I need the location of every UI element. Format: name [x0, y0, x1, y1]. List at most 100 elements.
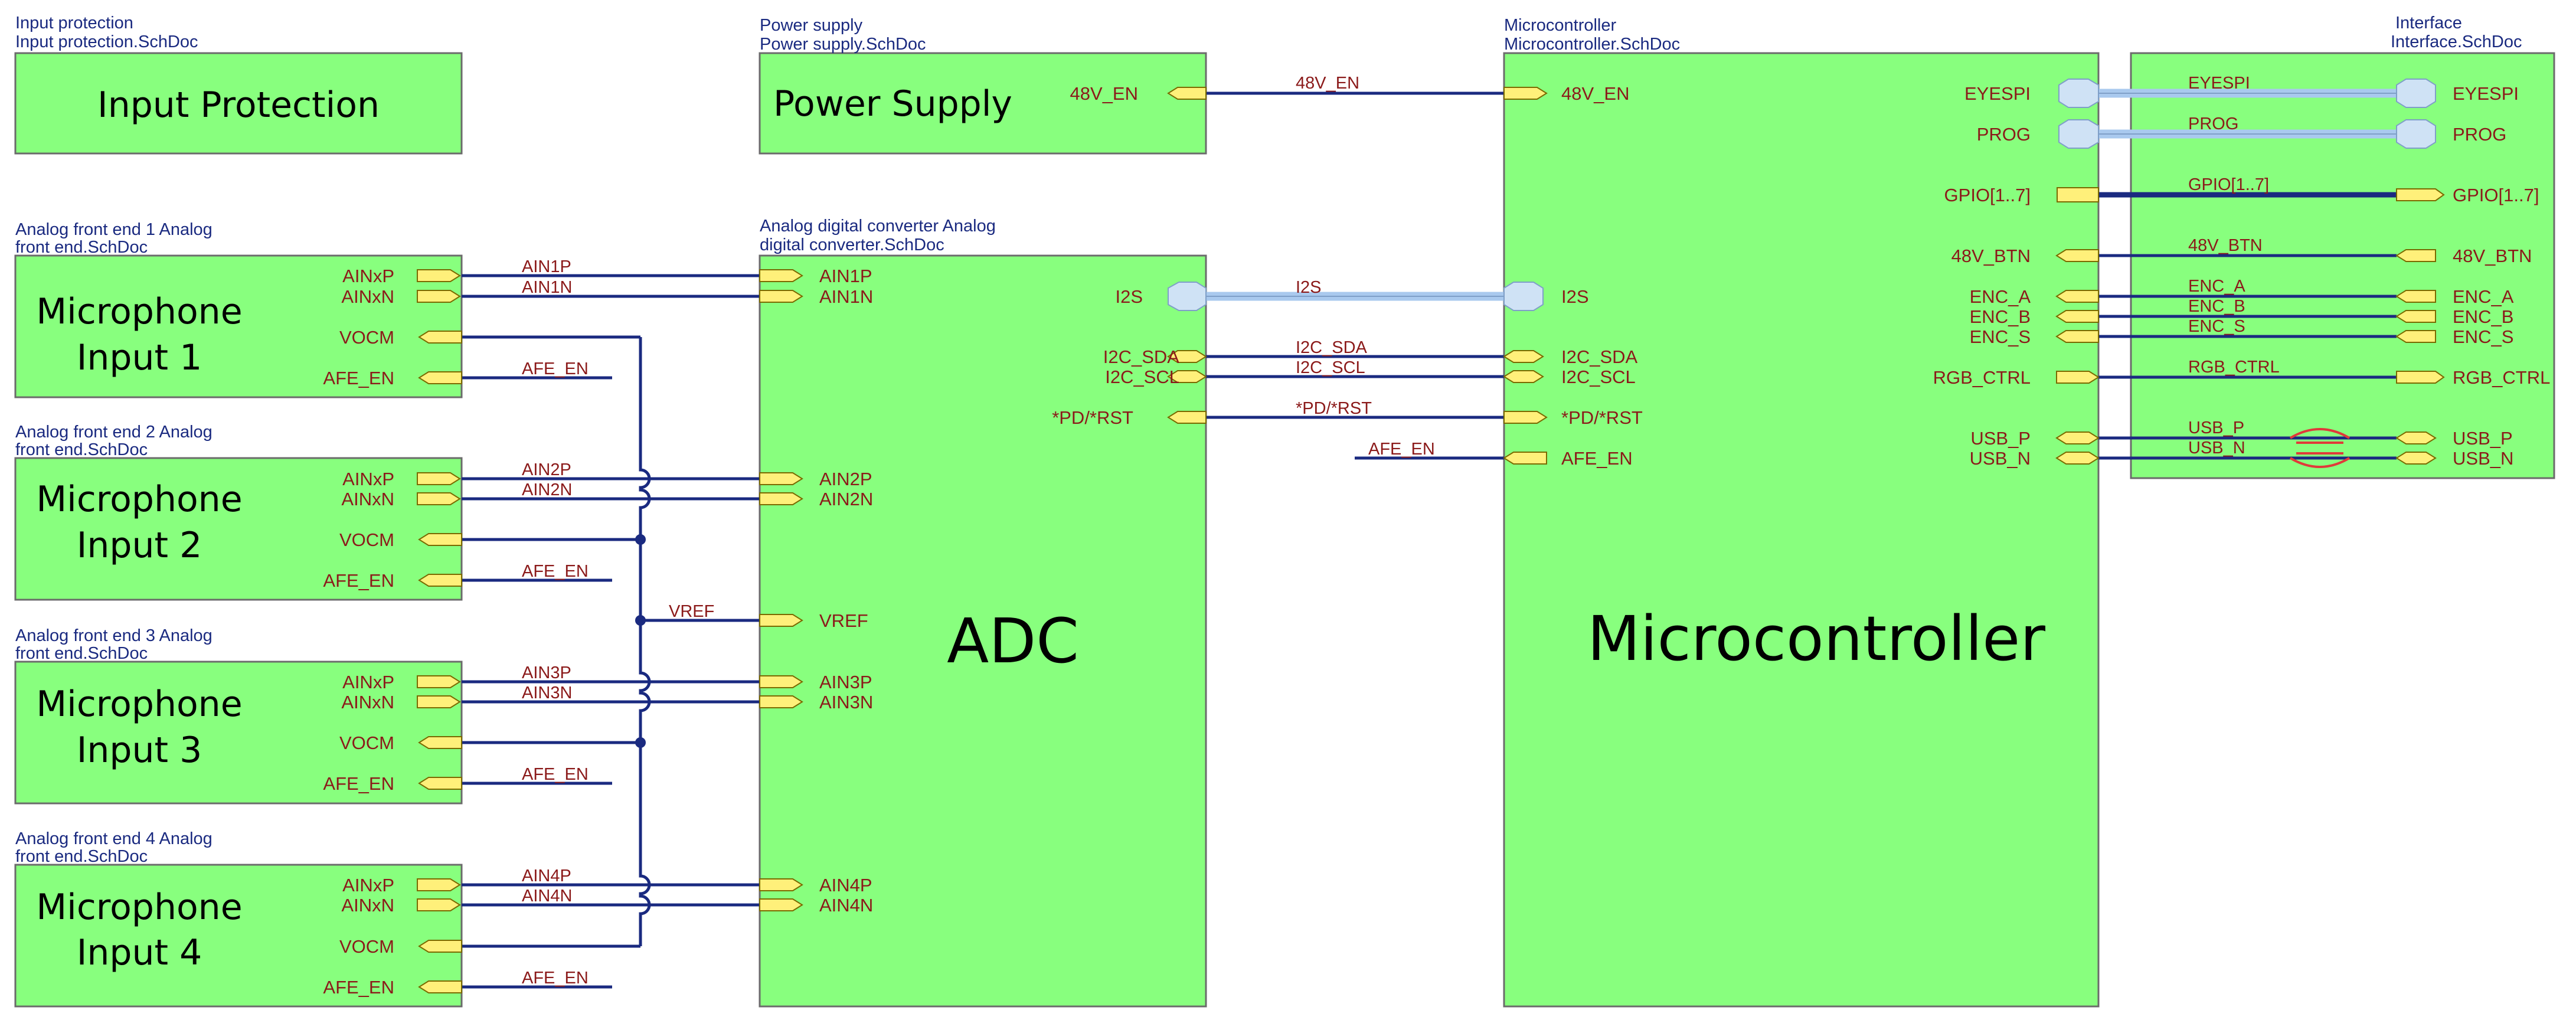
header-microcontroller-file: Microcontroller.SchDoc: [1504, 35, 1680, 54]
port-label-if-enc-s: ENC_S: [2453, 326, 2513, 347]
port-afe3-ainxp[interactable]: [417, 675, 461, 688]
port-if-rgb-ctrl[interactable]: [2396, 371, 2445, 384]
port-mcu-enc-s[interactable]: [2055, 330, 2099, 343]
header-afe-3: Analog front end 3 Analog: [15, 626, 213, 645]
port-mcu-pd-rst[interactable]: [1503, 411, 1548, 424]
block-microcontroller[interactable]: [1503, 52, 2100, 1008]
block-afe-1[interactable]: [14, 254, 463, 398]
header-afe-1: Analog front end 1 Analog: [15, 220, 213, 239]
port-label-mcu-enc-s: ENC_S: [1970, 326, 2031, 347]
port-afe3-ainxn[interactable]: [417, 695, 461, 708]
port-mcu-48v-btn[interactable]: [2055, 249, 2099, 262]
port-afe1-ainxp[interactable]: [417, 269, 461, 282]
net-label-ain4n: AIN4N: [522, 887, 572, 905]
port-adc-pd-rst[interactable]: [1167, 411, 1207, 424]
port-afe3-vocm[interactable]: [418, 736, 462, 749]
port-label-mcu-afe-en: AFE_EN: [1561, 448, 1633, 469]
port-adc-i2s[interactable]: [1168, 282, 1207, 311]
block-power-supply[interactable]: [759, 52, 1207, 155]
port-afe1-ainxn[interactable]: [417, 290, 461, 303]
port-label-afe3-vocm: VOCM: [339, 733, 394, 753]
port-adc-ain3n[interactable]: [759, 695, 803, 708]
port-label-adc-pd-rst: *PD/*RST: [1052, 407, 1133, 428]
port-afe4-ainxp[interactable]: [417, 878, 461, 891]
port-afe2-ainxp[interactable]: [417, 472, 461, 485]
port-adc-ain2p[interactable]: [759, 472, 803, 485]
port-adc-ain2n[interactable]: [759, 492, 803, 505]
port-label-afe1-ainxp: AINxP: [342, 266, 394, 286]
port-label-mcu-48v-btn: 48V_BTN: [1951, 246, 2031, 266]
port-if-gpio[interactable]: [2396, 188, 2445, 201]
title-input-protection: Input Protection: [97, 84, 380, 126]
port-afe2-afe-en[interactable]: [418, 574, 462, 587]
port-mcu-enc-a[interactable]: [2055, 290, 2099, 303]
diff-pair-marker-icon: [2289, 428, 2351, 468]
junction-vref: [635, 615, 646, 626]
block-afe-2[interactable]: [14, 457, 463, 601]
port-mcu-eyespi[interactable]: [2058, 79, 2099, 108]
port-label-adc-vref: VREF: [819, 610, 868, 631]
port-if-eyespi[interactable]: [2396, 79, 2436, 108]
port-label-if-enc-a: ENC_A: [2453, 286, 2514, 307]
port-label-adc-ain3p: AIN3P: [819, 672, 872, 692]
port-mcu-afe-en[interactable]: [1503, 452, 1547, 465]
port-mcu-rgb-ctrl[interactable]: [2056, 371, 2100, 384]
port-if-usb-p[interactable]: [2395, 431, 2437, 444]
wire-vref-trunk[interactable]: [639, 337, 651, 946]
port-label-afe3-ainxn: AINxN: [341, 692, 394, 712]
port-ps-48v-en[interactable]: [1167, 87, 1207, 100]
port-adc-i2c-sda[interactable]: [1167, 350, 1207, 363]
port-afe2-ainxn[interactable]: [417, 492, 461, 505]
net-label-enc-s: ENC_S: [2188, 317, 2245, 336]
block-interface[interactable]: [2130, 52, 2555, 479]
port-mcu-usb-p[interactable]: [2055, 431, 2100, 444]
port-if-enc-b[interactable]: [2395, 310, 2436, 323]
port-if-enc-s[interactable]: [2395, 330, 2436, 343]
port-afe1-vocm[interactable]: [418, 331, 462, 344]
port-if-48v-btn[interactable]: [2395, 249, 2436, 262]
port-label-adc-ain4p: AIN4P: [819, 875, 872, 895]
port-adc-ain1n[interactable]: [759, 290, 803, 303]
port-label-adc-ain1n: AIN1N: [819, 286, 873, 307]
header-afe-2-file: front end.SchDoc: [15, 440, 148, 459]
port-adc-ain3p[interactable]: [759, 675, 803, 688]
title-afe-1-line1: Microphone: [36, 291, 242, 332]
port-afe4-afe-en[interactable]: [418, 980, 462, 993]
port-mcu-48v-en[interactable]: [1503, 87, 1548, 100]
port-label-afe4-ainxp: AINxP: [342, 875, 394, 895]
port-mcu-gpio[interactable]: [2057, 187, 2099, 202]
net-label-48v-btn: 48V_BTN: [2188, 236, 2263, 255]
port-adc-vref[interactable]: [759, 614, 803, 627]
port-mcu-enc-b[interactable]: [2055, 310, 2099, 323]
junction-vocm-2: [635, 534, 646, 545]
port-adc-ain1p[interactable]: [759, 269, 803, 282]
port-afe4-ainxn[interactable]: [417, 898, 461, 911]
port-afe3-afe-en[interactable]: [418, 777, 462, 790]
port-afe1-afe-en[interactable]: [418, 371, 462, 384]
port-afe4-vocm[interactable]: [418, 940, 462, 953]
port-mcu-usb-n[interactable]: [2055, 452, 2100, 465]
port-adc-ain4n[interactable]: [759, 898, 803, 911]
port-label-adc-ain4n: AIN4N: [819, 895, 873, 916]
port-afe2-vocm[interactable]: [418, 533, 462, 546]
block-input-protection[interactable]: [14, 52, 463, 155]
port-mcu-i2c-scl[interactable]: [1503, 370, 1544, 383]
block-afe-3[interactable]: [14, 661, 463, 805]
port-mcu-prog[interactable]: [2058, 119, 2099, 149]
port-if-enc-a[interactable]: [2395, 290, 2436, 303]
port-adc-i2c-scl[interactable]: [1167, 370, 1207, 383]
header-afe-4: Analog front end 4 Analog: [15, 829, 213, 848]
block-adc[interactable]: [759, 254, 1207, 1008]
port-mcu-i2s[interactable]: [1503, 282, 1544, 311]
port-label-afe1-ainxn: AINxN: [341, 286, 394, 307]
net-label-afe-en-2: AFE_EN: [522, 562, 589, 581]
port-label-afe2-ainxp: AINxP: [342, 469, 394, 489]
port-label-adc-ain3n: AIN3N: [819, 692, 873, 712]
header-adc-file: digital converter.SchDoc: [760, 236, 944, 254]
port-label-afe2-vocm: VOCM: [339, 529, 394, 550]
block-afe-4[interactable]: [14, 864, 463, 1008]
port-if-prog[interactable]: [2396, 119, 2436, 149]
port-if-usb-n[interactable]: [2395, 452, 2437, 465]
port-adc-ain4p[interactable]: [759, 878, 803, 891]
port-mcu-i2c-sda[interactable]: [1503, 350, 1544, 363]
